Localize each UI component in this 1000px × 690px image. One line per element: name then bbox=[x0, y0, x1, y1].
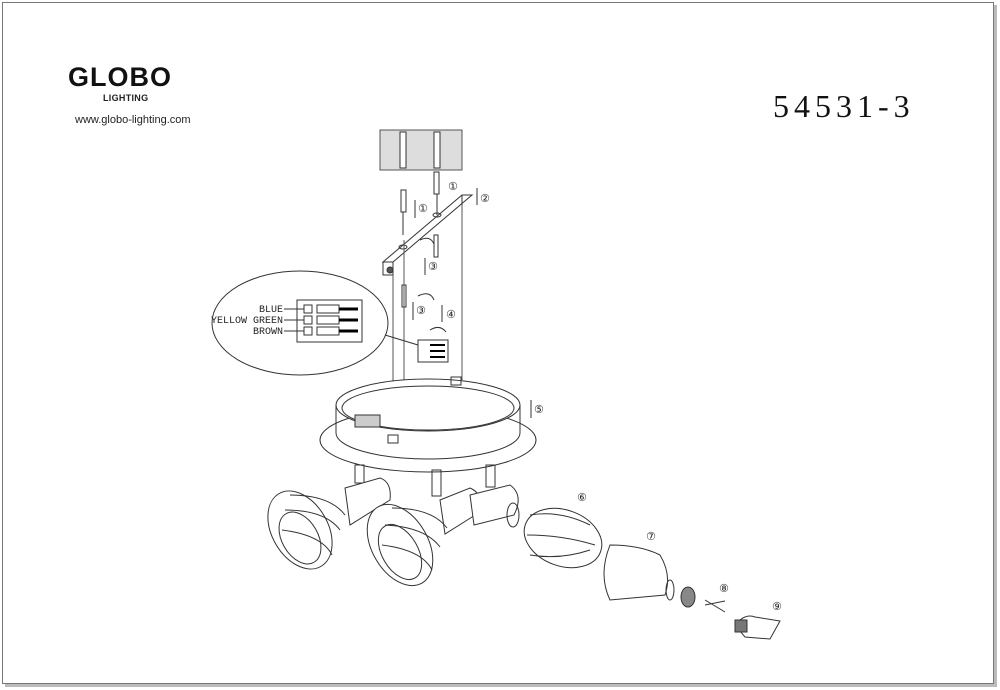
ring bbox=[665, 579, 675, 601]
brand-logo: GLOBO bbox=[68, 62, 172, 92]
step-1b: ① bbox=[448, 180, 458, 193]
wiring-detail-callout: BLUE YELLOW GREEN BROWN bbox=[211, 270, 449, 376]
step-3b: ③ bbox=[416, 304, 426, 317]
step-9: ⑨ bbox=[772, 600, 782, 613]
brand-logo-sub: LIGHTING bbox=[103, 93, 149, 103]
wire-label-blue: BLUE bbox=[259, 305, 283, 316]
step-2: ② bbox=[480, 192, 490, 205]
lamp-holder bbox=[680, 586, 696, 608]
step-6: ⑥ bbox=[577, 491, 587, 504]
spotlight-right-exploded bbox=[469, 484, 781, 640]
step-8: ⑧ bbox=[719, 582, 729, 595]
step-7: ⑦ bbox=[646, 530, 656, 543]
ceiling bbox=[379, 129, 463, 171]
spot-stems bbox=[354, 464, 496, 497]
canopy-plate bbox=[319, 376, 537, 473]
arrows bbox=[412, 188, 532, 418]
step-3a: ③ bbox=[428, 260, 438, 273]
model-number: 54531-3 bbox=[773, 88, 915, 124]
wire-label-yellow-green: YELLOW GREEN bbox=[211, 316, 283, 327]
wire-label-brown: BROWN bbox=[253, 327, 283, 338]
step-5: ⑤ bbox=[534, 403, 544, 416]
brand-url: www.globo-lighting.com bbox=[75, 114, 191, 126]
step-4: ④ bbox=[446, 308, 456, 321]
mounting-bracket bbox=[381, 194, 474, 276]
washers bbox=[417, 237, 447, 333]
spotlight-left bbox=[267, 477, 391, 570]
glass-shade bbox=[603, 544, 669, 601]
step-1a: ① bbox=[418, 202, 428, 215]
clip bbox=[704, 599, 726, 613]
